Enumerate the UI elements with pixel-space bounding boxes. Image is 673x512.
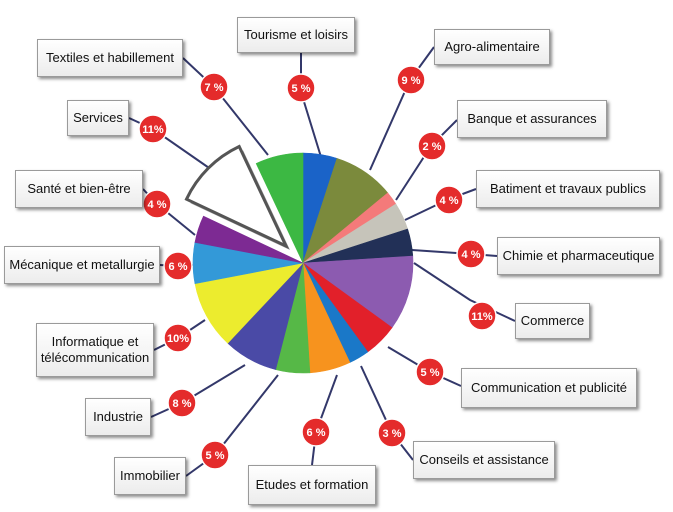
label-communication-et-publicite: Communication et publicité [461,368,637,408]
label-immobilier: Immobilier [114,457,186,495]
value-badge-conseils-et-assistance: 3 % [377,418,407,448]
label-batiment-et-travaux-publics: Batiment et travaux publics [476,170,660,208]
slice-services [184,144,290,250]
value-badge-batiment-et-travaux-publics: 4 % [434,185,464,215]
value-badge-text: 5 % [206,450,225,462]
leader-line-textiles-et-habillement [182,57,269,156]
value-badge-circle [200,440,230,470]
slice-textiles-et-habillement [255,152,304,264]
label-agro-alimentaire: Agro-alimentaire [434,29,550,65]
value-badge-text: 6 % [307,427,326,439]
value-badge-communication-et-publicite: 5 % [415,357,445,387]
value-badge-circle [199,72,229,102]
value-badge-circle [301,417,331,447]
value-badge-text: 6 % [169,261,188,273]
leader-line-industrie [150,364,246,418]
pie-slices [184,144,414,374]
value-badge-text: 3 % [383,428,402,440]
value-badge-commerce: 11% [467,301,497,331]
value-badge-circle [142,189,172,219]
label-textiles-et-habillement: Textiles et habillement [37,39,183,77]
value-badge-text: 4 % [440,195,459,207]
value-badge-immobilier: 5 % [200,440,230,470]
value-badge-chimie-et-pharmaceutique: 4 % [456,239,486,269]
value-badge-circle [415,357,445,387]
value-badge-services: 11% [138,114,168,144]
value-badge-informatique-et-telecommunication: 10% [163,323,193,353]
value-badge-textiles-et-habillement: 7 % [199,72,229,102]
label-chimie-et-pharmaceutique: Chimie et pharmaceutique [497,237,660,275]
value-badge-text: 11% [142,124,164,136]
slice-sante-et-bien-etre [194,215,304,264]
value-badge-text: 7 % [205,82,224,94]
label-informatique-et-telecommunication: Informatique et télécommunication [36,323,154,377]
leader-line-commerce [413,262,516,322]
label-sante-et-bien-etre: Santé et bien-être [15,170,143,208]
value-badge-industrie: 8 % [167,388,197,418]
value-badge-text: 11% [471,311,493,323]
value-badge-text: 10% [167,333,189,345]
label-industrie: Industrie [85,398,151,436]
value-badge-text: 4 % [462,249,481,261]
value-badge-circle [456,239,486,269]
leader-line-immobilier [185,374,279,477]
label-conseils-et-assistance: Conseils et assistance [413,441,555,479]
value-badge-text: 2 % [423,141,442,153]
value-badge-circle [138,114,168,144]
value-badge-mecanique-et-metallurgie: 6 % [163,251,193,281]
value-badge-agro-alimentaire: 9 % [396,65,426,95]
label-mecanique-et-metallurgie: Mécanique et metallurgie [4,246,160,284]
value-badge-tourisme-et-loisirs: 5 % [286,73,316,103]
slice-commerce [302,255,414,329]
value-badge-etudes-et-formation: 6 % [301,417,331,447]
value-badge-circle [163,323,193,353]
leader-line-tourisme-et-loisirs [300,53,322,158]
value-badge-circle [167,388,197,418]
value-badge-sante-et-bien-etre: 4 % [142,189,172,219]
value-badges: 5 % 9 % 2 % 4 % 4 % 11% 5 % 3 % 6 % 5 % 8 % 10% 6 % 4… [138,65,497,470]
label-services: Services [67,100,129,136]
value-badge-text: 5 % [292,83,311,95]
value-badge-circle [396,65,426,95]
value-badge-text: 4 % [148,199,167,211]
label-tourisme-et-loisirs: Tourisme et loisirs [237,17,355,53]
value-badge-circle [467,301,497,331]
value-badge-text: 9 % [402,75,421,87]
value-badge-circle [377,418,407,448]
value-badge-circle [417,131,447,161]
label-banque-et-assurances: Banque et assurances [457,100,607,138]
value-badge-text: 5 % [421,367,440,379]
value-badge-circle [434,185,464,215]
label-etudes-et-formation: Etudes et formation [248,465,376,505]
label-commerce: Commerce [515,303,590,339]
value-badge-circle [163,251,193,281]
value-badge-text: 8 % [173,398,192,410]
value-badge-circle [286,73,316,103]
value-badge-banque-et-assurances: 2 % [417,131,447,161]
